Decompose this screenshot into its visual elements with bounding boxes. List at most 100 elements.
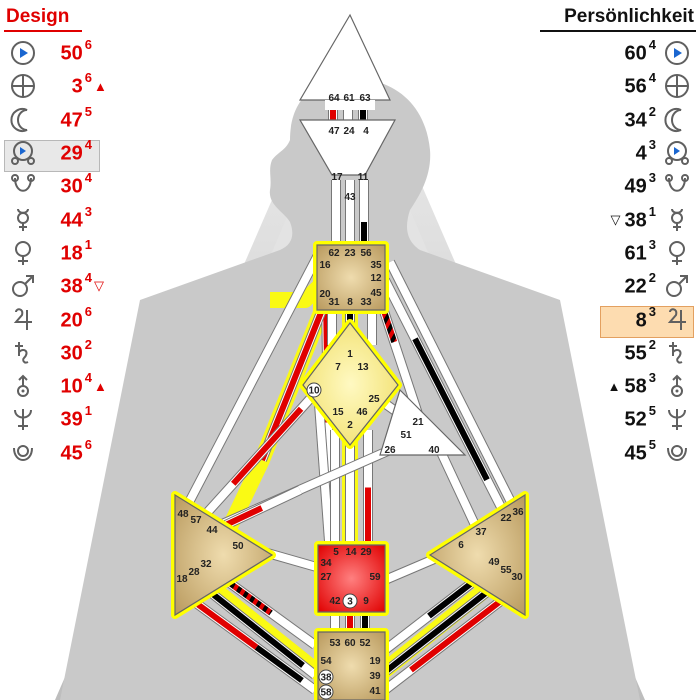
gate-number: 8: [635, 309, 647, 332]
gate-label: 3: [347, 597, 353, 608]
pluto-icon: [662, 438, 692, 468]
design-highlight-row: [4, 140, 100, 172]
saturn-icon: [662, 338, 692, 368]
channel-28-38: [191, 576, 319, 679]
gate-label: 59: [369, 572, 381, 583]
gate-label: 52: [359, 638, 371, 649]
uranus-icon: [662, 371, 692, 401]
gate-label: 32: [200, 559, 212, 570]
channel-16-48: [180, 252, 323, 513]
south-node-icon: [662, 171, 692, 201]
moon-icon: [8, 105, 38, 135]
gate-number: 22: [624, 275, 647, 298]
gate-circle: [318, 669, 334, 685]
gate-number: 44: [60, 209, 83, 232]
gate-label: 25: [368, 394, 380, 405]
sacral-center[interactable]: [314, 541, 389, 616]
gate-label: 8: [347, 297, 353, 308]
line-number: 6: [84, 70, 92, 86]
gate-number: 58: [624, 375, 647, 398]
gate-label: 23: [344, 248, 356, 259]
gate-number: 49: [624, 176, 647, 199]
gate-label: 61: [343, 93, 355, 104]
detriment-icon: ▽: [610, 211, 621, 227]
gate-label: 20: [319, 289, 331, 300]
neptune-icon: [662, 404, 692, 434]
gate-number: 30: [60, 342, 83, 365]
mercury-icon: [662, 205, 692, 235]
exalted-icon: ▲: [94, 378, 107, 394]
gate-label: 36: [512, 507, 524, 518]
solar-plexus-center[interactable]: [426, 491, 529, 619]
mars-icon: [8, 271, 38, 301]
spleen-center[interactable]: [171, 491, 276, 619]
root-center[interactable]: [314, 628, 389, 700]
gate-label: 42: [329, 596, 341, 607]
line-number: 4: [84, 170, 92, 186]
gate-label: 49: [488, 557, 500, 568]
venus-icon: [8, 238, 38, 268]
jupiter-icon: [8, 304, 38, 334]
gate-label: 7: [335, 362, 341, 373]
line-number: 2: [648, 103, 656, 119]
gate-label: 22: [500, 513, 512, 524]
gate-number: 20: [60, 309, 83, 332]
gate-label: 19: [369, 656, 381, 667]
gate-label: 17: [331, 172, 343, 183]
ajna-center[interactable]: [298, 119, 397, 176]
throat-center[interactable]: [313, 241, 389, 314]
channel-40-37: [435, 447, 480, 528]
g-center[interactable]: [299, 319, 402, 449]
line-number: 3: [648, 137, 656, 153]
line-number: 4: [84, 137, 92, 153]
gate-number: 3: [71, 76, 83, 99]
line-number: 3: [648, 236, 656, 252]
gate-circle: [342, 593, 358, 609]
sun-icon: [662, 38, 692, 68]
ego-center[interactable]: [379, 388, 467, 456]
line-number: 3: [648, 303, 656, 319]
gate-circle: [306, 382, 322, 398]
head-center[interactable]: [298, 13, 391, 101]
sun-icon: [8, 38, 38, 68]
line-number: 4: [648, 70, 656, 86]
gate-number: 38: [60, 275, 83, 298]
pluto-icon: [8, 438, 38, 468]
gate-label: 10: [308, 386, 320, 397]
gate-label: 28: [188, 567, 200, 578]
